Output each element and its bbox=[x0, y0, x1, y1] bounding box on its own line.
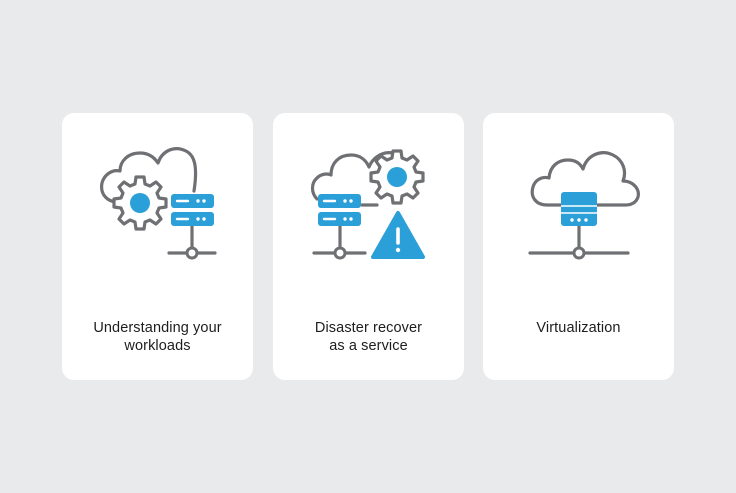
card-title-line-1: Disaster recover bbox=[314, 320, 423, 336]
card-title: Understanding your workloads bbox=[72, 319, 243, 355]
network-icon bbox=[167, 226, 217, 260]
network-icon bbox=[312, 226, 367, 260]
gear-icon bbox=[112, 175, 168, 231]
cloud-icon bbox=[530, 151, 640, 207]
card-title: Virtualization bbox=[493, 319, 664, 337]
network-icon bbox=[528, 226, 630, 260]
card-title-line-2: workloads bbox=[124, 338, 191, 354]
warning-icon bbox=[371, 211, 425, 259]
card-title-line-1: Understanding your bbox=[93, 320, 222, 336]
cloud-icon bbox=[310, 151, 395, 207]
card-understanding-workloads[interactable]: Understanding your workloads bbox=[62, 113, 253, 380]
server-icon bbox=[561, 192, 597, 226]
virtualization-illustration bbox=[528, 151, 640, 260]
disaster-recovery-illustration bbox=[310, 149, 425, 260]
server-icon bbox=[171, 194, 214, 226]
gear-icon bbox=[369, 149, 425, 205]
cloud-icon bbox=[100, 147, 198, 204]
workloads-illustration bbox=[100, 147, 217, 260]
service-cards: Understanding your workloads bbox=[62, 113, 674, 380]
card-title-line-2: as a service bbox=[329, 338, 408, 354]
card-title: Disaster recover as a service bbox=[283, 319, 454, 355]
server-icon bbox=[318, 194, 361, 226]
card-title-line-1: Virtualization bbox=[536, 320, 621, 336]
card-virtualization[interactable]: Virtualization bbox=[483, 113, 674, 380]
card-disaster-recovery[interactable]: Disaster recover as a service bbox=[273, 113, 464, 380]
